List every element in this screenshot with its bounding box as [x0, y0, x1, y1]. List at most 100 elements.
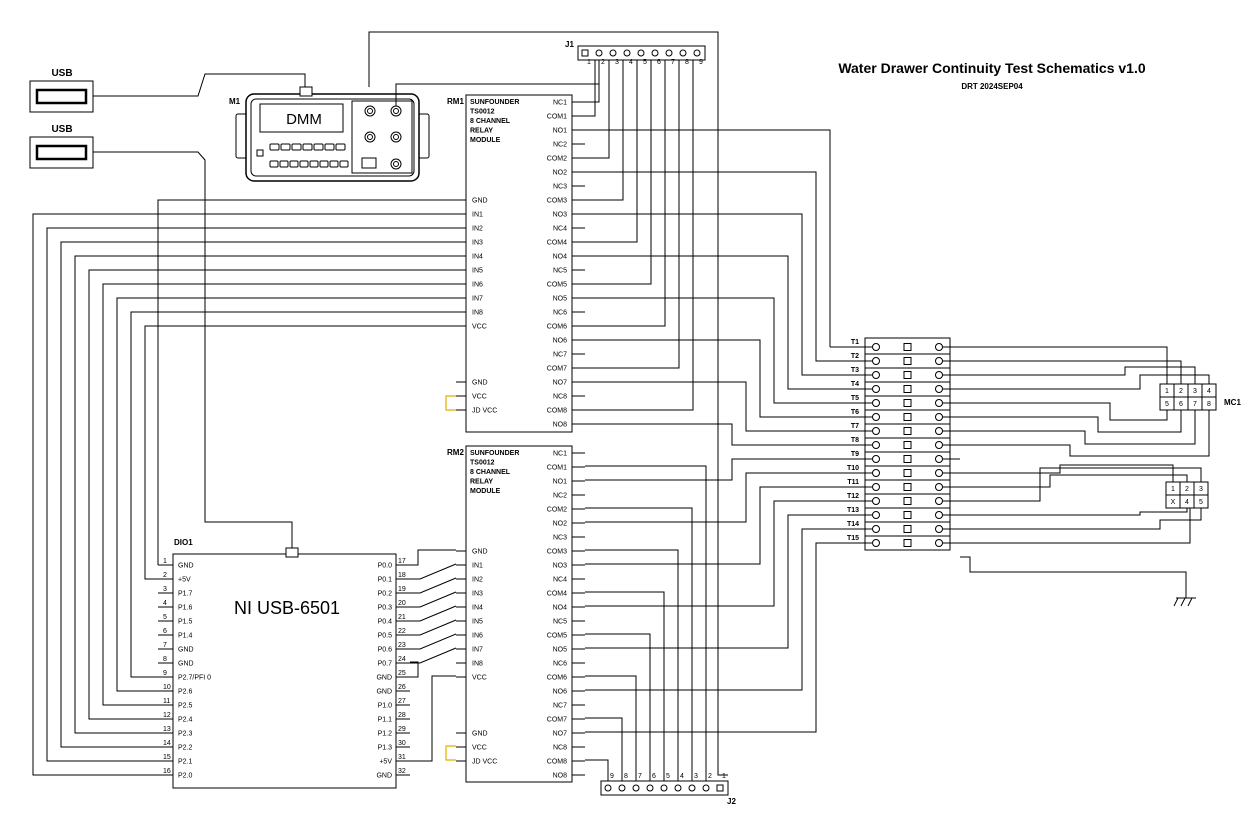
- dio-right-number: 18: [398, 572, 406, 579]
- j1-ref: J1: [565, 40, 574, 49]
- conn3-pin: 3: [1199, 486, 1203, 493]
- relay-title-line: MODULE: [470, 488, 501, 495]
- mc1-pin: 1: [1165, 388, 1169, 395]
- dio-right-pin: P0.2: [378, 591, 393, 598]
- dio-left-number: 7: [163, 642, 167, 649]
- mc1-pin: 4: [1207, 388, 1211, 395]
- dio-left-number: 3: [163, 586, 167, 593]
- relay-left-pin: IN1: [472, 563, 483, 570]
- dio-left-pin: P1.7: [178, 591, 193, 598]
- relay-right-pin: COM1: [547, 465, 567, 472]
- relay-left-pin: VCC: [472, 745, 487, 752]
- conn3-pin: 1: [1171, 486, 1175, 493]
- mc1-pin: 8: [1207, 401, 1211, 408]
- relay-left-pin: IN7: [472, 296, 483, 303]
- dio-left-number: 10: [163, 684, 171, 691]
- dio-right-number: 20: [398, 600, 406, 607]
- relay-right-pin: NO3: [553, 563, 568, 570]
- terminal-label: T3: [851, 367, 859, 374]
- dio-left-pin: GND: [178, 647, 194, 654]
- relay-left-pin: IN6: [472, 282, 483, 289]
- terminal-label: T11: [847, 479, 859, 486]
- relay-left-pin: IN5: [472, 619, 483, 626]
- mc1-pin: 3: [1193, 388, 1197, 395]
- relay-right-pin: NC1: [553, 451, 567, 458]
- dio-left-pin: +5V: [178, 577, 191, 584]
- relay-right-pin: NC8: [553, 745, 567, 752]
- terminal-label: T4: [851, 381, 859, 388]
- dio-ref: DIO1: [174, 538, 193, 547]
- j2-pin-label: 2: [708, 773, 712, 780]
- relay-left-pin: GND: [472, 198, 488, 205]
- j1-pin-label: 2: [601, 59, 605, 66]
- relay-right-pin: COM7: [547, 717, 567, 724]
- relay-right-pin: COM6: [547, 675, 567, 682]
- relay-right-pin: COM7: [547, 366, 567, 373]
- relay-right-pin: COM4: [547, 240, 567, 247]
- relay-right-pin: COM5: [547, 282, 567, 289]
- relay-right-pin: COM6: [547, 324, 567, 331]
- dio-left-pin: P1.6: [178, 605, 193, 612]
- dio-right-number: 17: [398, 558, 406, 565]
- relay-left-pin: GND: [472, 380, 488, 387]
- mc1-pin: 7: [1193, 401, 1197, 408]
- relay-right-pin: NC4: [553, 226, 567, 233]
- relay-left-pin: IN6: [472, 633, 483, 640]
- relay-left-pin: IN8: [472, 661, 483, 668]
- usb-port-top: USB: [29, 68, 94, 113]
- relay-right-pin: NO1: [553, 128, 568, 135]
- relay-left-pin: IN1: [472, 212, 483, 219]
- dio-left-number: 5: [163, 614, 167, 621]
- mc1-pin: 6: [1179, 401, 1183, 408]
- dio-right-pin: P0.3: [378, 605, 393, 612]
- j2-ref: J2: [727, 797, 736, 806]
- j2-pin-label: 8: [624, 773, 628, 780]
- dio-right-number: 23: [398, 642, 406, 649]
- relay-right-pin: COM2: [547, 507, 567, 514]
- terminal-label: T13: [847, 507, 859, 514]
- relay-right-pin: NO7: [553, 731, 568, 738]
- relay-left-pin: VCC: [472, 394, 487, 401]
- relay-right-pin: NO1: [553, 479, 568, 486]
- dio-left-number: 6: [163, 628, 167, 635]
- relay-title-line: SUNFOUNDER: [470, 99, 519, 106]
- relay-left-pin: VCC: [472, 675, 487, 682]
- relay-right-pin: COM2: [547, 156, 567, 163]
- dio-left-number: 4: [163, 600, 167, 607]
- relay-left-pin: JD VCC: [472, 759, 497, 766]
- dio-name: NI USB-6501: [234, 598, 340, 618]
- relay-right-pin: NO6: [553, 689, 568, 696]
- relay-right-pin: NC8: [553, 394, 567, 401]
- dio-right-number: 32: [398, 768, 406, 775]
- j2-pin-label: 6: [652, 773, 656, 780]
- relay-title-line: RELAY: [470, 128, 493, 135]
- relay-right-pin: NC6: [553, 310, 567, 317]
- dio-right-pin: P0.6: [378, 647, 393, 654]
- dio-right-pin: GND: [376, 675, 392, 682]
- relay-right-pin: NC6: [553, 661, 567, 668]
- j1-pin-label: 5: [643, 59, 647, 66]
- relay-right-pin: COM5: [547, 633, 567, 640]
- dio-left-pin: P2.0: [178, 773, 193, 780]
- relay-left-pin: IN3: [472, 240, 483, 247]
- relay-right-pin: COM3: [547, 198, 567, 205]
- relay-right-pin: COM8: [547, 408, 567, 415]
- terminal-label: T1: [851, 339, 859, 346]
- terminal-label: T15: [847, 535, 859, 542]
- ground-icon: [1173, 588, 1196, 607]
- relay-right-pin: NO3: [553, 212, 568, 219]
- rm2-ref: RM2: [447, 448, 464, 457]
- dio-right-pin: P0.7: [378, 661, 393, 668]
- conn3-pin: 5: [1199, 499, 1203, 506]
- dio-usb6501: DIO1 NI USB-6501 GND1+5V2P1.73P1.64P1.55…: [158, 538, 410, 789]
- relay-right-pin: NO5: [553, 647, 568, 654]
- relay-right-pin: NO6: [553, 338, 568, 345]
- relay-right-pin: COM4: [547, 591, 567, 598]
- relay-right-pin: NC5: [553, 268, 567, 275]
- relay-left-pin: IN2: [472, 577, 483, 584]
- relay-title-line: TS0012: [470, 460, 495, 467]
